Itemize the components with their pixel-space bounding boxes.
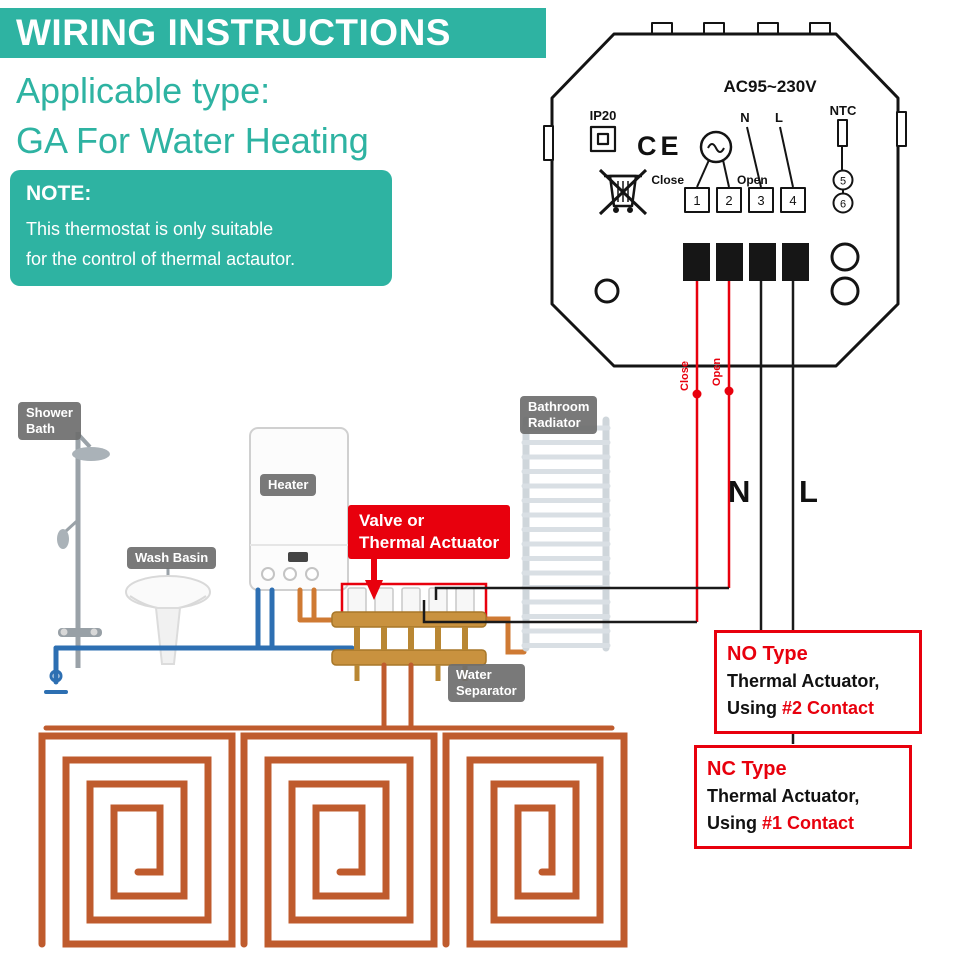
applicable-type-heading: Applicable type: GA For Water Heating bbox=[16, 66, 369, 166]
manifold-bottom-bar bbox=[331, 649, 487, 666]
ce-mark: CE bbox=[637, 131, 683, 161]
thermal-actuator-cap bbox=[455, 587, 475, 615]
thermostat-diagram: AC95~230V IP20 CE N L bbox=[543, 22, 907, 368]
hand-shower bbox=[57, 529, 69, 549]
nc-type-callout: NC Type Thermal Actuator, Using #1 Conta… bbox=[694, 745, 912, 849]
terminal-block: 1 2 3 4 bbox=[684, 187, 806, 213]
thermal-actuator-cap bbox=[401, 587, 421, 615]
close-wire-label: Close bbox=[679, 361, 691, 391]
nc-type-contact: #1 Contact bbox=[762, 813, 855, 833]
side-tab-right bbox=[896, 111, 907, 147]
close-terminal-label: Close bbox=[651, 173, 684, 187]
nc-type-using: Using bbox=[707, 813, 763, 833]
no-type-contact: #2 Contact bbox=[782, 698, 875, 718]
note-line1: This thermostat is only suitable bbox=[26, 219, 274, 239]
ip-rating-label: IP20 bbox=[590, 108, 617, 123]
shower-bath-label: Shower Bath bbox=[18, 402, 81, 440]
voltage-rating-label: AC95~230V bbox=[723, 77, 817, 96]
thermal-actuator-cap bbox=[374, 587, 394, 615]
water-separator-label: Water Separator bbox=[448, 664, 525, 702]
nc-type-title: NC Type bbox=[707, 758, 787, 780]
no-type-callout: NO Type Thermal Actuator, Using #2 Conta… bbox=[714, 630, 922, 734]
wire-slot bbox=[716, 243, 743, 281]
terminal-4: 4 bbox=[789, 193, 796, 208]
water-separator-manifold bbox=[331, 582, 488, 681]
shower-bath-label-line1: Shower bbox=[26, 405, 73, 420]
close-wire-to-actuator bbox=[422, 600, 697, 624]
wash-basin-label: Wash Basin bbox=[127, 547, 217, 569]
wash-basin-fixture bbox=[125, 568, 211, 665]
floor-coil-middle bbox=[240, 732, 438, 948]
open-wire-dot bbox=[724, 386, 734, 396]
bathroom-radiator bbox=[521, 416, 611, 652]
screw-hole-left bbox=[594, 278, 620, 304]
shower-bath-label-line2: Bath bbox=[26, 421, 55, 436]
ntc-label: NTC bbox=[830, 103, 857, 118]
floor-heating-coils bbox=[38, 662, 628, 948]
heater-boiler bbox=[249, 427, 349, 591]
wire-slot bbox=[683, 243, 710, 281]
no-type-title: NO Type bbox=[727, 643, 808, 665]
applicable-type-line2: GA For Water Heating bbox=[16, 120, 369, 161]
screw-hole-right-bottom bbox=[830, 276, 860, 306]
sensor-terminal-5: 5 bbox=[840, 176, 846, 188]
open-terminal-label: Open bbox=[737, 173, 768, 187]
no-type-line1: Thermal Actuator, bbox=[727, 671, 880, 691]
terminal-2: 2 bbox=[725, 193, 732, 208]
line-wire-letter: L bbox=[799, 474, 818, 509]
thermal-actuator-cap bbox=[428, 587, 448, 615]
nc-type-line1: Thermal Actuator, bbox=[707, 786, 860, 806]
bathroom-radiator-label: Bathroom Radiator bbox=[520, 396, 598, 434]
open-wire-label: Open bbox=[711, 358, 723, 386]
shower-head bbox=[72, 447, 110, 461]
terminal-1: 1 bbox=[693, 193, 700, 208]
valve-actuator-callout-line2: Thermal Actuator bbox=[359, 533, 500, 552]
side-tab-left bbox=[543, 125, 554, 161]
l-terminal-label: L bbox=[775, 110, 783, 125]
wire-slot bbox=[749, 243, 776, 281]
sensor-terminal-6: 6 bbox=[840, 199, 846, 211]
no-type-line2: Using #2 Contact bbox=[727, 695, 909, 723]
water-separator-label-line2: Separator bbox=[456, 683, 517, 698]
no-type-using: Using bbox=[727, 698, 783, 718]
bathroom-illustration bbox=[38, 416, 628, 948]
open-wire-to-actuator bbox=[434, 586, 729, 600]
shower-fixture bbox=[57, 432, 110, 668]
page-title-banner: WIRING INSTRUCTIONS bbox=[0, 8, 546, 58]
bathroom-radiator-label-line1: Bathroom bbox=[528, 399, 590, 414]
bathroom-radiator-label-line2: Radiator bbox=[528, 415, 581, 430]
tap-icon bbox=[49, 669, 63, 683]
note-box: NOTE: This thermostat is only suitable f… bbox=[10, 170, 392, 286]
note-title: NOTE: bbox=[26, 182, 92, 205]
ip20-icon: IP20 bbox=[590, 108, 617, 153]
radiator-rungs bbox=[521, 425, 611, 648]
note-line2: for the control of thermal actautor. bbox=[26, 249, 296, 269]
radiator-pipe bbox=[481, 616, 527, 655]
valve-actuator-callout-line1: Valve or bbox=[359, 511, 425, 530]
floor-coil-left bbox=[38, 732, 236, 948]
valve-actuator-callout: Valve or Thermal Actuator bbox=[348, 505, 511, 559]
thermal-actuator-cap bbox=[347, 587, 367, 615]
close-wire-dot bbox=[692, 389, 702, 399]
heater-label: Heater bbox=[260, 474, 317, 496]
water-separator-label-line1: Water bbox=[456, 667, 492, 682]
weee-bin-icon bbox=[598, 168, 648, 216]
n-terminal-label: N bbox=[740, 110, 749, 125]
screw-hole-right-top bbox=[830, 242, 860, 272]
terminal-3: 3 bbox=[757, 193, 764, 208]
nc-type-line2: Using #1 Contact bbox=[707, 810, 899, 838]
wire-slot bbox=[782, 243, 809, 281]
floor-coil-right bbox=[442, 732, 628, 948]
applicable-type-line1: Applicable type: bbox=[16, 70, 271, 111]
actuator-motor-icon bbox=[696, 130, 733, 188]
ntc-sensor: NTC 5 6 bbox=[830, 103, 857, 214]
neutral-wire-letter: N bbox=[728, 474, 751, 509]
manifold-top-bar bbox=[331, 611, 487, 628]
